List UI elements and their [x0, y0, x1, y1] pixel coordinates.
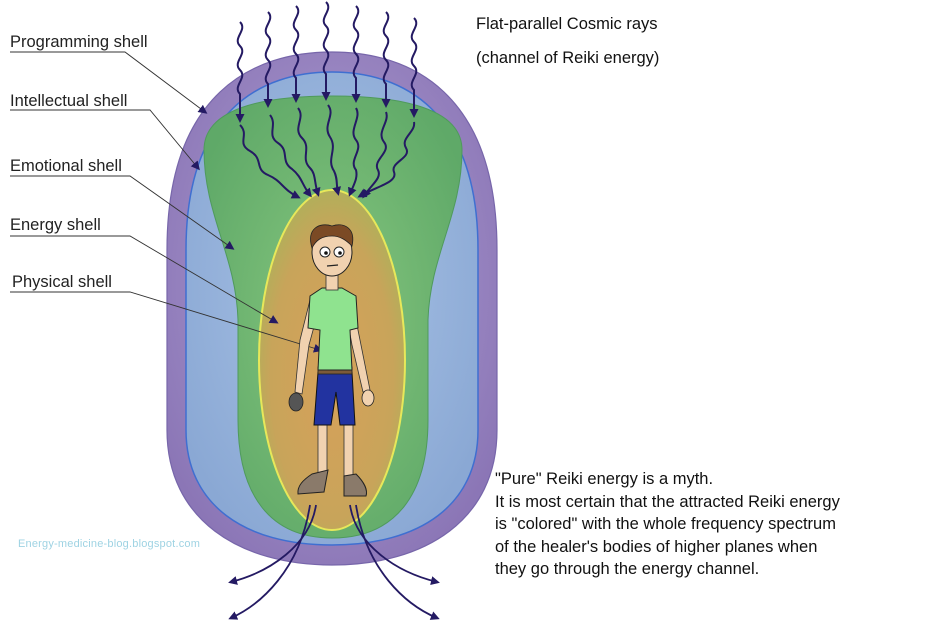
converging-rays [239, 104, 416, 199]
shorts [313, 371, 356, 426]
left-pupil [324, 251, 328, 255]
outgoing-rays [228, 504, 440, 620]
note-line: they go through the energy channel. [495, 560, 760, 578]
note-line: It is most certain that the attracted Re… [495, 492, 840, 511]
leader-intellectual [10, 109, 200, 171]
right-shoe [343, 473, 367, 497]
cosmic-rays [235, 1, 419, 123]
label-energy-shell: Energy shell [10, 216, 101, 234]
left-shoe [297, 469, 329, 495]
shirt [307, 287, 359, 371]
outgoing-ray [228, 504, 311, 620]
leader-programming [10, 51, 208, 114]
right-leg [343, 419, 354, 479]
note-line: of the healer's bodies of higher planes … [495, 537, 818, 556]
person-figure [288, 224, 375, 497]
outgoing-ray [355, 504, 440, 620]
cosmic-ray [263, 11, 273, 108]
cosmic-ray [321, 1, 331, 101]
label-physical-shell: Physical shell [12, 273, 112, 291]
leader-energy [10, 235, 279, 324]
leader-lines [10, 51, 323, 353]
converging-ray [269, 114, 312, 198]
mouth [326, 264, 339, 267]
converging-ray [297, 107, 321, 197]
hair [310, 224, 354, 250]
converging-ray [348, 107, 360, 197]
cosmic-ray [381, 11, 391, 108]
right-hand [361, 389, 375, 407]
leader-emotional [10, 175, 235, 250]
note-line: "Pure" Reiki energy is a myth. [495, 470, 714, 488]
outgoing-ray [228, 504, 317, 585]
rays-caption-line1: Flat-parallel Cosmic rays [476, 15, 658, 33]
watermark: Energy-medicine-blog.blogspot.com [18, 538, 201, 550]
left-leg [317, 419, 328, 476]
label-emotional-shell: Emotional shell [10, 157, 122, 175]
right-pupil [338, 251, 342, 255]
converging-ray [362, 111, 388, 199]
cosmic-ray [409, 17, 419, 118]
label-intellectual-shell: Intellectual shell [10, 92, 128, 110]
cosmic-ray [235, 21, 245, 123]
converging-ray [357, 121, 416, 198]
converging-ray [326, 104, 341, 196]
leader-physical [10, 291, 323, 353]
note-line: is "colored" with the whole frequency sp… [495, 515, 836, 533]
left-hand [288, 392, 304, 412]
cosmic-ray [351, 5, 361, 103]
label-programming-shell: Programming shell [10, 33, 148, 51]
cosmic-ray [291, 5, 301, 103]
reiki-note: "Pure" Reiki energy is a myth. It is mos… [495, 468, 915, 581]
rays-caption-line2: (channel of Reiki energy) [476, 49, 660, 67]
converging-ray [239, 124, 301, 199]
outgoing-ray [349, 504, 440, 585]
